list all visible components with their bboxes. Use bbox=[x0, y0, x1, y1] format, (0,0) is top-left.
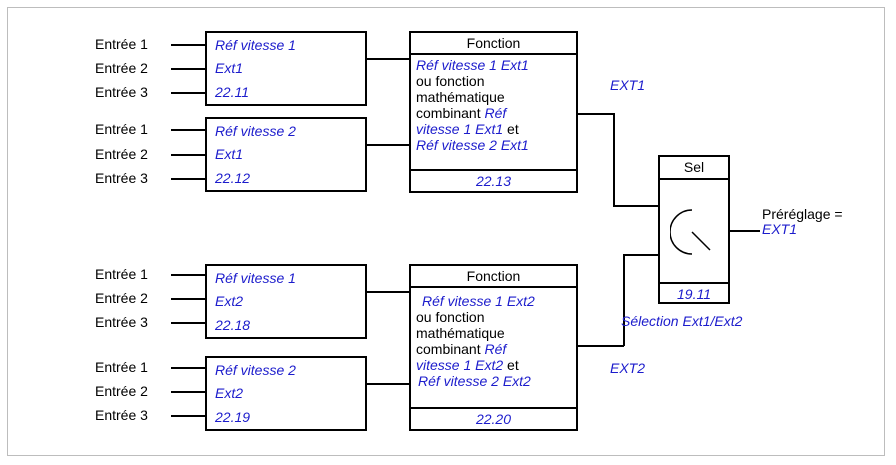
param-block: Réf vitesse 1 Ext2 22.18 bbox=[205, 264, 367, 339]
diagram-frame bbox=[7, 7, 885, 456]
function-or-text: ou fonction bbox=[416, 309, 485, 325]
connector bbox=[171, 178, 205, 180]
input-label-1: Entrée 1 bbox=[95, 36, 148, 52]
input-label-3: Entrée 3 bbox=[95, 170, 148, 186]
block-param: 22.12 bbox=[215, 170, 251, 186]
selector-param: 19.11 bbox=[677, 286, 711, 302]
param-block: Réf vitesse 1 Ext1 22.11 bbox=[205, 31, 367, 106]
function-param: 22.20 bbox=[475, 411, 512, 427]
connector bbox=[367, 58, 411, 60]
block-ext: Ext2 bbox=[215, 385, 244, 401]
input-label-2: Entrée 2 bbox=[95, 146, 148, 162]
connector bbox=[171, 274, 205, 276]
block-param: 22.19 bbox=[215, 409, 251, 425]
selector-block: Sel 19.11 bbox=[658, 155, 730, 304]
connector bbox=[171, 129, 205, 131]
input-label-2: Entrée 2 bbox=[95, 290, 148, 306]
divider bbox=[411, 169, 576, 171]
connector bbox=[171, 68, 205, 70]
function-block: Fonction Réf vitesse 1 Ext2 ou fonction … bbox=[409, 264, 578, 431]
divider bbox=[411, 407, 576, 409]
input-label-1: Entrée 1 bbox=[95, 121, 148, 137]
function-ref-c: Réf vitesse 2 Ext2 bbox=[418, 373, 531, 389]
connector bbox=[367, 383, 411, 385]
selector-caption: Sélection Ext1/Ext2 bbox=[621, 313, 743, 329]
connector bbox=[367, 144, 411, 146]
connector bbox=[171, 391, 205, 393]
connector bbox=[171, 298, 205, 300]
block-param: 22.18 bbox=[215, 317, 251, 333]
block-ref-name: Réf vitesse 2 bbox=[215, 362, 296, 378]
connector bbox=[578, 345, 624, 347]
selector-title: Sel bbox=[683, 159, 705, 175]
function-and-text: et bbox=[507, 121, 519, 137]
function-title: Fonction bbox=[466, 35, 521, 51]
connector bbox=[623, 254, 625, 346]
function-ref-a: Réf vitesse 1 Ext2 bbox=[422, 293, 535, 309]
function-description: Réf vitesse 1 Ext2 ou fonction mathémati… bbox=[416, 293, 576, 389]
function-ref-c: Réf vitesse 2 Ext1 bbox=[416, 137, 529, 153]
input-label-2: Entrée 2 bbox=[95, 60, 148, 76]
function-ref-b: Réf bbox=[484, 105, 507, 121]
function-or-text: ou fonction bbox=[416, 73, 485, 89]
connector bbox=[578, 113, 614, 115]
preset-label: Préréglage = bbox=[762, 206, 843, 222]
input-label-2: Entrée 2 bbox=[95, 383, 148, 399]
block-ext: Ext1 bbox=[215, 146, 244, 162]
divider bbox=[411, 286, 576, 288]
divider bbox=[660, 178, 728, 180]
block-ext: Ext1 bbox=[215, 60, 244, 76]
input-label-3: Entrée 3 bbox=[95, 84, 148, 100]
block-param: 22.11 bbox=[215, 84, 249, 100]
block-ref-name: Réf vitesse 1 bbox=[215, 270, 296, 286]
connector bbox=[613, 113, 615, 206]
ext2-label: EXT2 bbox=[610, 360, 646, 376]
function-param: 22.13 bbox=[475, 173, 512, 189]
connector bbox=[171, 415, 205, 417]
connector bbox=[171, 92, 205, 94]
connector bbox=[171, 367, 205, 369]
function-combining-text: combinant bbox=[416, 341, 481, 357]
connector bbox=[613, 205, 658, 207]
function-ref-b-cont: vitesse 1 Ext2 bbox=[416, 357, 504, 373]
function-ref-a: Réf vitesse 1 Ext1 bbox=[416, 57, 529, 73]
function-and-text: et bbox=[507, 357, 519, 373]
connector bbox=[171, 44, 205, 46]
divider bbox=[660, 282, 728, 284]
function-combining-text: combinant bbox=[416, 105, 481, 121]
connector bbox=[171, 322, 205, 324]
block-ref-name: Réf vitesse 2 bbox=[215, 123, 296, 139]
function-ref-b: Réf bbox=[484, 341, 507, 357]
input-label-3: Entrée 3 bbox=[95, 314, 148, 330]
function-math-text: mathématique bbox=[416, 325, 505, 341]
connector bbox=[171, 154, 205, 156]
block-ext: Ext2 bbox=[215, 293, 244, 309]
connector bbox=[623, 254, 658, 256]
preset-value: EXT1 bbox=[762, 221, 798, 237]
function-math-text: mathématique bbox=[416, 89, 505, 105]
output-connector bbox=[730, 230, 760, 232]
function-block: Fonction Réf vitesse 1 Ext1 ou fonction … bbox=[409, 31, 578, 193]
input-label-3: Entrée 3 bbox=[95, 407, 148, 423]
param-block: Réf vitesse 2 Ext1 22.12 bbox=[205, 117, 367, 192]
divider bbox=[411, 53, 576, 55]
param-block: Réf vitesse 2 Ext2 22.19 bbox=[205, 356, 367, 431]
function-ref-b-cont: vitesse 1 Ext1 bbox=[416, 121, 504, 137]
function-title: Fonction bbox=[466, 268, 521, 284]
input-label-1: Entrée 1 bbox=[95, 266, 148, 282]
input-label-1: Entrée 1 bbox=[95, 359, 148, 375]
connector bbox=[367, 291, 411, 293]
block-ref-name: Réf vitesse 1 bbox=[215, 37, 296, 53]
switch-icon bbox=[670, 209, 711, 255]
ext1-label: EXT1 bbox=[610, 77, 646, 93]
function-description: Réf vitesse 1 Ext1 ou fonction mathémati… bbox=[416, 57, 576, 153]
